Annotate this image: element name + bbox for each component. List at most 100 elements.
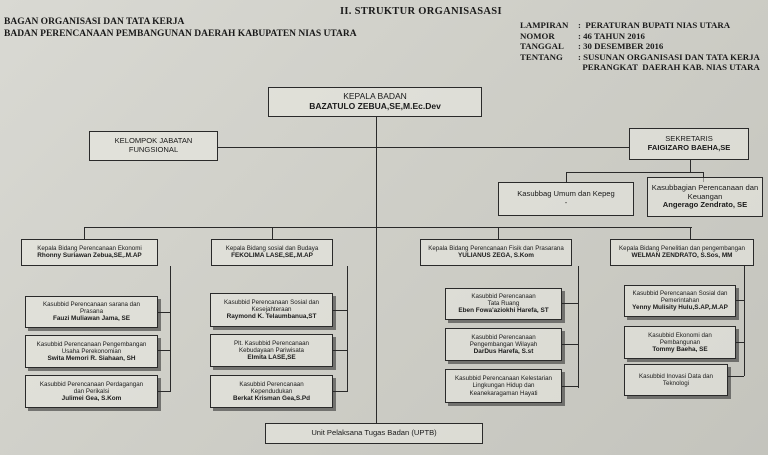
kasubbid-box: Kasubbid Perencanaan Kelestarian Lingkun…: [445, 369, 562, 403]
bidang-ekonomi-box: Kepala Bidang Perencanaan Ekonomi Rhonny…: [21, 239, 158, 266]
kasubbid-role-1: Kasubbid Perencanaan Kelestarian: [454, 375, 552, 383]
bidang-2-sub-tick-2: [333, 350, 347, 352]
lampiran-label: LAMPIRAN: [520, 20, 569, 30]
kasubbid-role-1: Kasubbid Perencanaan Sosial dan: [632, 290, 728, 298]
kasubbid-role-1: Kasubbid Inovasi Data dan: [639, 372, 713, 380]
kasubbid-box: Kasubbid Perencanaan Pengembangan Wilaya…: [445, 328, 562, 361]
bidang-2-drop: [272, 227, 274, 239]
kasubbid-role-2: dan Perikalsi: [73, 387, 110, 395]
heading-line-2: BADAN PERENCANAAN PEMBANGUNAN DAERAH KAB…: [4, 29, 357, 39]
bidang-4-drop: [690, 227, 692, 239]
bidang-3-sub-tick-3: [562, 386, 578, 388]
kasubbag-perencanaan-box: Kasubbagian Perencanaan dan Keuangan Ang…: [647, 177, 763, 217]
bidang-role: Kepala Bidang Perencanaan Fisik dan Pras…: [428, 245, 564, 253]
bidang-name: YULIANUS ZEGA, S.Kom: [458, 252, 534, 260]
kasubbag-renc-name: Angerago Zendrato, SE: [662, 200, 748, 210]
kasubbag-renc-role-1: Kasubbagian Perencanaan dan: [651, 182, 759, 192]
uptb-box: Unit Pelaksana Tugas Badan (UPTB): [265, 423, 483, 444]
heading-line-1: BAGAN ORGANISASI DAN TATA KERJA: [4, 17, 185, 27]
sekretaris-name: FAIGIZARO BAEHA,SE: [647, 143, 731, 152]
fungsional-line-1: KELOMPOK JABATAN: [114, 136, 193, 146]
bidang-sosial-budaya-box: Kepala Bidang sosial dan Budaya FEKOLIMA…: [211, 239, 333, 266]
bidang-4-sub-tick-3: [728, 376, 744, 378]
kasubbid-name: Swita Memori R. Siahaan, SH: [47, 354, 136, 362]
bidang-4-sub-spine: [744, 266, 746, 376]
bidang-1-sub-tick-1: [158, 312, 171, 314]
bidang-connector-line: [84, 227, 692, 229]
bidang-3-sub-tick-2: [562, 344, 578, 346]
chart-heading: BAGAN ORGANISASI DAN TATA KERJA BADAN PE…: [4, 16, 357, 40]
kasubbid-role-2: Pembangunan: [659, 338, 701, 346]
kasubbid-role-2: Lingkungan Hidup dan: [472, 382, 535, 390]
kasubbag-umum-role: Kasubbag Umum dan Kepeg: [517, 189, 615, 199]
bidang-3-sub-tick-1: [562, 303, 578, 305]
kasubbid-name: Berkat Krisman Gea,S.Pd: [232, 394, 311, 402]
kasubbid-role-1: Kasubbid Perencanaan Perdagangan: [39, 380, 144, 388]
tentang-value-2: PERANGKAT DAERAH KAB. NIAS UTARA: [578, 62, 760, 72]
bidang-4-sub-tick-1: [736, 300, 744, 302]
kasubbag-renc-role-2: Keuangan: [687, 191, 723, 201]
kasubbid-name: Julimei Gea, S.Kom: [61, 394, 122, 402]
kasubbid-role-2: Pengembangan Wilayah: [469, 340, 538, 348]
bidang-2-sub-tick-3: [333, 391, 347, 393]
bidang-3-sub-spine: [578, 266, 580, 388]
kasubbid-name: Tommy Baeha, SE: [652, 345, 708, 353]
kasubbid-role-1: Kasubbid Perencanaan sarana dan: [42, 301, 140, 309]
bidang-2-sub-spine: [347, 266, 349, 392]
bidang-4-sub-tick-2: [736, 342, 744, 344]
tentang-value: : SUSUNAN ORGANISASI DAN TATA KERJA: [578, 51, 760, 62]
kasubbid-role-1: Kasubbid Perencanaan: [239, 380, 304, 388]
kasubbid-role-2: Kesejahteraan: [251, 306, 292, 314]
sekretaris-box: SEKRETARIS FAIGIZARO BAEHA,SE: [629, 128, 749, 160]
bidang-2-sub-tick-1: [333, 310, 347, 312]
bidang-role: Kepala Bidang Penelitian dan pengembanga…: [619, 245, 745, 253]
bidang-name: FEKOLIMA LASE,SE,.M.AP: [231, 252, 313, 260]
kasubbid-box: Kasubbid Perencanaan Sosial dan Pemerint…: [624, 285, 736, 317]
kepala-badan-box: KEPALA BADAN BAZATULO ZEBUA,SE,M.Ec.Dev: [268, 87, 482, 117]
tanggal-value: : 30 DESEMBER 2016: [578, 41, 664, 51]
sekretaris-down-line: [690, 160, 692, 172]
bidang-fisik-prasarana-box: Kepala Bidang Perencanaan Fisik dan Pras…: [420, 239, 572, 266]
kelompok-fungsional-box: KELOMPOK JABATAN FUNGSIONAL: [89, 131, 218, 161]
kasubbag-umum-box: Kasubbag Umum dan Kepeg -: [498, 182, 634, 216]
kasubbid-role-2: Pemerintahan: [660, 297, 700, 305]
bidang-name: WELMAN ZENDRATO, S.Sos, MM: [631, 252, 733, 260]
kasubbid-box: Kasubbid Inovasi Data dan Teknologi: [624, 364, 728, 396]
kasubbid-role-2: Kependudukan: [250, 387, 293, 395]
kasubbid-box: Kasubbid Perencanaan Tata Ruang Eben Fow…: [445, 288, 562, 320]
uptb-label: Unit Pelaksana Tugas Badan (UPTB): [311, 428, 437, 438]
bidang-1-sub-tick-2: [158, 350, 171, 352]
kasubbid-name: Eben Fowa'aziokhi Harefa, ST: [458, 307, 549, 315]
kasubbid-name: Raymond K. Telaumbanua,ST: [226, 313, 317, 321]
kasubbid-role-1: Plt. Kasubbid Perencanaan: [234, 339, 309, 347]
staff-connector-line: [218, 147, 630, 149]
kasubbag-umum-line: [566, 172, 568, 182]
nomor-label: NOMOR: [520, 30, 555, 41]
tanggal-label: TANGGAL: [520, 41, 564, 51]
kasubbid-box: Kasubbid Perencanaan Sosial dan Kesejaht…: [210, 293, 333, 327]
bidang-role: Kepala Bidang Perencanaan Ekonomi: [37, 245, 142, 253]
kasubbid-role-1: Kasubbid Perencanaan: [471, 293, 536, 301]
nomor-value: : 46 TAHUN 2016: [578, 30, 645, 41]
kasubbid-role-2: Usaha Perekonomian: [61, 347, 122, 355]
kasubbid-box: Kasubbid Perencanaan Kependudukan Berkat…: [210, 375, 333, 408]
kasubbid-role-2: Tata Ruang: [487, 300, 520, 308]
kepala-name: BAZATULO ZEBUA,SE,M.Ec.Dev: [309, 101, 441, 111]
kasubbid-name: DarDus Harefa, S.st: [473, 347, 534, 355]
kasubbid-box: Kasubbid Perencanaan Pengembangan Usaha …: [25, 335, 158, 368]
kepala-role: KEPALA BADAN: [343, 91, 407, 102]
bidang-name: Rhonny Suriawan Zebua,SE,.M.AP: [37, 252, 142, 260]
kasubbag-umum-name: -: [564, 198, 568, 207]
kasubbid-role-1: Kasubbid Perencanaan: [471, 333, 536, 341]
kasubbid-role-1: Kasubbid Perencanaan Sosial dan: [224, 299, 319, 307]
bidang-1-sub-tick-3: [158, 391, 171, 393]
bidang-role: Kepala Bidang sosial dan Budaya: [225, 245, 319, 253]
bidang-1-sub-spine: [170, 266, 172, 392]
bidang-1-drop: [84, 227, 86, 239]
kasubbid-box: Kasubbid Ekonomi dan Pembangunan Tommy B…: [624, 326, 736, 359]
kasubbid-role-2: Kebudayaan Pariwisata: [238, 346, 304, 354]
kasubbid-name: Yenny Mulisity Hulu,S.AP,.M.AP: [632, 304, 728, 312]
bidang-penelitian-box: Kepala Bidang Penelitian dan pengembanga…: [610, 239, 754, 266]
kasubbid-role-1: Kasubbid Perencanaan Pengembangan: [36, 340, 147, 348]
fungsional-line-2: FUNGSIONAL: [128, 145, 179, 154]
